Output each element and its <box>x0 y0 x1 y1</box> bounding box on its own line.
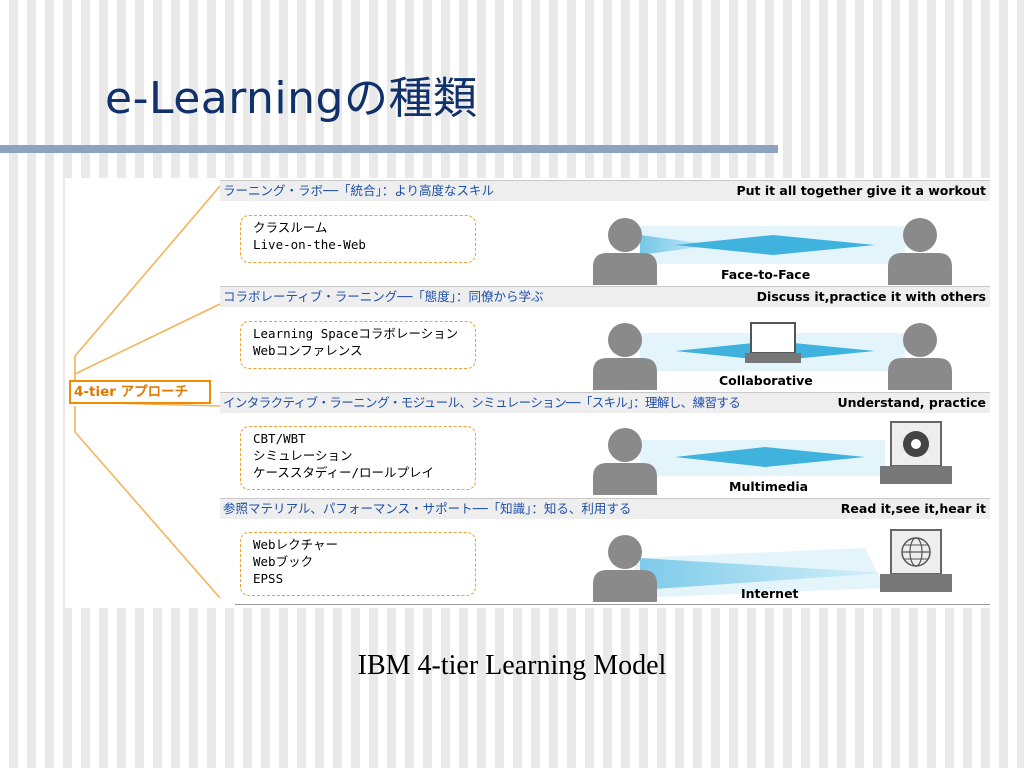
bottom-rule <box>235 604 990 605</box>
method-item: Learning Spaceコラボレーション <box>253 326 459 341</box>
approach-label: 4-tier アプローチ <box>69 380 211 404</box>
tier-header: 参照マテリアル、パフォーマンス・サポート──「知識」：知る、利用する Read … <box>220 498 990 519</box>
slide-title: e-Learningの種類 <box>105 73 478 124</box>
globe-monitor-icon <box>880 529 952 592</box>
tier-header-en: Discuss it,practice it with others <box>756 289 986 304</box>
tier-header-jp: ラーニング・ラボ──「統合」：より高度なスキル <box>223 183 495 198</box>
tier3-graphic <box>593 421 952 495</box>
tier-header-jp: インタラクティブ・ラーニング・モジュール、シミュレーション──「スキル」：理解し… <box>223 395 741 410</box>
method-box: クラスルーム Live-on-the-Web <box>240 215 476 263</box>
mode-label: Face-to-Face <box>721 267 810 282</box>
title-rule <box>0 145 778 153</box>
method-item: シミュレーション <box>253 448 353 463</box>
tier-header: コラボレーティブ・ラーニング──「態度」：同僚から学ぶ Discuss it,p… <box>220 286 990 307</box>
tier-header-en: Understand, practice <box>837 395 986 410</box>
tier-header: インタラクティブ・ラーニング・モジュール、シミュレーション──「スキル」：理解し… <box>220 392 990 413</box>
tier2-graphic <box>593 322 952 390</box>
cd-monitor-icon <box>880 421 952 484</box>
method-item: EPSS <box>253 571 284 586</box>
method-box: Webレクチャー Webブック EPSS <box>240 532 476 596</box>
method-item: ケーススタディー/ロールプレイ <box>253 465 435 480</box>
mode-label: Collaborative <box>719 373 813 388</box>
method-box: CBT/WBT シミュレーション ケーススタディー/ロールプレイ <box>240 426 476 490</box>
tier-header-en: Put it all together give it a workout <box>736 183 986 198</box>
monitor-icon <box>750 322 796 354</box>
method-item: Live-on-the-Web <box>253 237 366 252</box>
method-box: Learning Spaceコラボレーション Webコンファレンス <box>240 321 476 369</box>
tier-header: ラーニング・ラボ──「統合」：より高度なスキル Put it all toget… <box>220 180 990 201</box>
method-item: クラスルーム <box>253 220 328 235</box>
method-item: Webレクチャー <box>253 537 338 552</box>
tier-header-jp: 参照マテリアル、パフォーマンス・サポート──「知識」：知る、利用する <box>223 501 632 516</box>
mode-label: Multimedia <box>729 479 808 494</box>
method-item: Webコンファレンス <box>253 343 363 358</box>
tier1-graphic <box>593 218 952 285</box>
method-item: Webブック <box>253 554 314 569</box>
learning-model-figure: Face-to-Face Collaborative Multimedia In… <box>65 178 991 608</box>
tier4-graphic <box>593 529 952 602</box>
method-item: CBT/WBT <box>253 431 306 446</box>
tier-header-jp: コラボレーティブ・ラーニング──「態度」：同僚から学ぶ <box>223 289 544 304</box>
tier-header-en: Read it,see it,hear it <box>840 501 986 516</box>
diagram-graphics: Face-to-Face Collaborative Multimedia In… <box>74 185 952 602</box>
mode-label: Internet <box>741 586 799 601</box>
figure-caption: IBM 4-tier Learning Model <box>357 650 667 681</box>
